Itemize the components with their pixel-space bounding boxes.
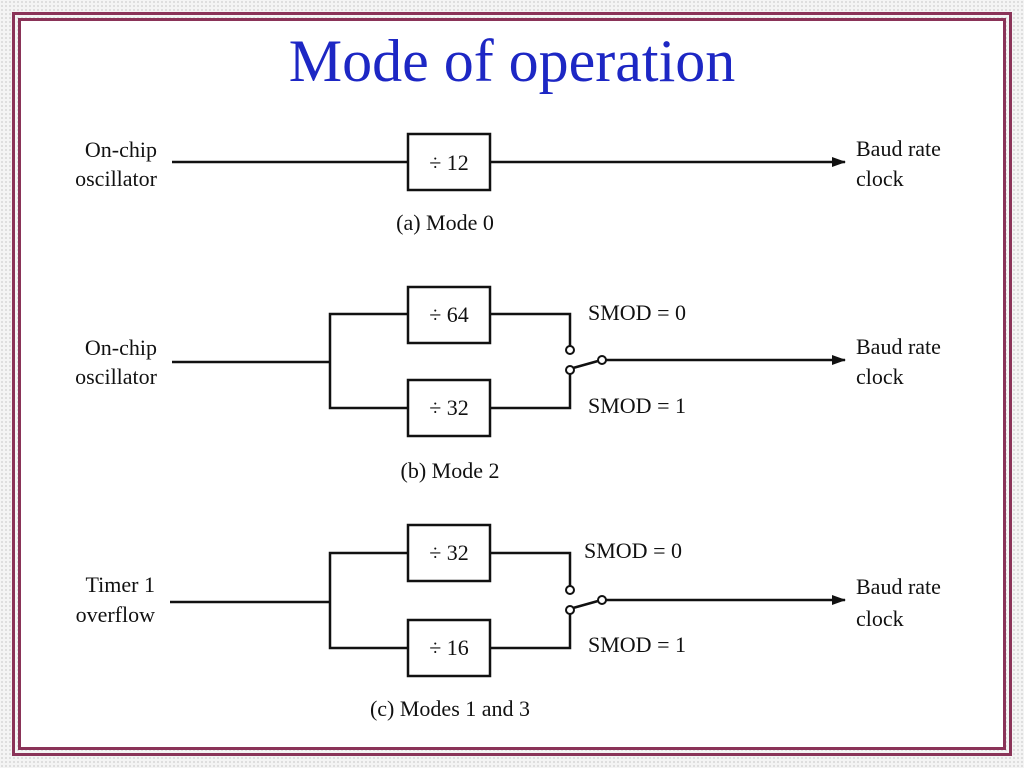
panel-b-input-label-line1: On-chip <box>85 335 157 360</box>
panel-a-divider-box <box>406 132 492 192</box>
panel-c-divider-box-bottom <box>406 618 492 678</box>
panel-c-smod1-label: SMOD = 1 <box>588 632 686 657</box>
panel-b-split-wire <box>328 312 408 410</box>
panel-b-smod0-label: SMOD = 0 <box>588 300 686 325</box>
panel-a-output-label-line2: clock <box>856 166 904 191</box>
panel-c-output-label-line2: clock <box>856 606 904 631</box>
panel-a-caption: (a) Mode 0 <box>396 210 494 235</box>
panel-c-input-label-line1: Timer 1 <box>86 572 155 597</box>
panel-b-divider-box-top <box>406 285 492 345</box>
panel-c-switch-pivot <box>597 595 607 605</box>
panel-c-switch-contact-top <box>565 585 575 595</box>
panel-b-output-label-line2: clock <box>856 364 904 389</box>
panel-a-output-label-line1: Baud rate <box>856 136 941 161</box>
panel-c-caption: (c) Modes 1 and 3 <box>370 696 530 721</box>
panel-c-wire-bottom <box>490 614 572 650</box>
panel-b-switch-arm <box>572 359 599 370</box>
panel-b-switch-contact-bottom <box>565 365 575 375</box>
panel-modes-1-3: Timer 1 overflow ÷ 32 ÷ 16 SMOD = 0 SMOD… <box>76 523 941 721</box>
panel-a-divider-label: ÷ 12 <box>429 150 469 175</box>
panel-b-wire-top <box>490 312 572 346</box>
panel-a-input-label-line2: oscillator <box>75 166 158 191</box>
panel-mode-2: On-chip oscillator ÷ 64 ÷ 32 SMOD = 0 SM… <box>75 285 941 483</box>
panel-a-input-label-line1: On-chip <box>85 137 157 162</box>
panel-c-input-label-line2: overflow <box>76 602 156 627</box>
panel-c-split-wire <box>328 551 408 650</box>
panel-c-switch-contact-bottom <box>565 605 575 615</box>
panel-b-smod1-label: SMOD = 1 <box>588 393 686 418</box>
panel-c-smod0-label: SMOD = 0 <box>584 538 682 563</box>
panel-c-divider-label-top: ÷ 32 <box>429 540 469 565</box>
panel-c-switch-arm <box>572 599 599 610</box>
panel-b-divider-label-top: ÷ 64 <box>429 302 469 327</box>
panel-c-output-label-line1: Baud rate <box>856 574 941 599</box>
panel-mode-0: On-chip oscillator ÷ 12 Baud rate clock … <box>75 132 941 235</box>
panel-b-input-label-line2: oscillator <box>75 364 158 389</box>
panel-b-output-label-line1: Baud rate <box>856 334 941 359</box>
panel-c-wire-top <box>490 551 572 586</box>
panel-c-divider-label-bottom: ÷ 16 <box>429 635 469 660</box>
panel-b-wire-bottom <box>490 374 572 410</box>
inner-frame <box>18 18 1006 750</box>
panel-b-switch-pivot <box>597 355 607 365</box>
panel-b-divider-label-bottom: ÷ 32 <box>429 395 469 420</box>
slide-title: Mode of operation <box>288 28 736 94</box>
outer-frame <box>12 12 1012 756</box>
panel-b-caption: (b) Mode 2 <box>401 458 500 483</box>
panel-b-divider-box-bottom <box>406 378 492 438</box>
panel-c-divider-box-top <box>406 523 492 583</box>
panel-b-switch-contact-top <box>565 345 575 355</box>
